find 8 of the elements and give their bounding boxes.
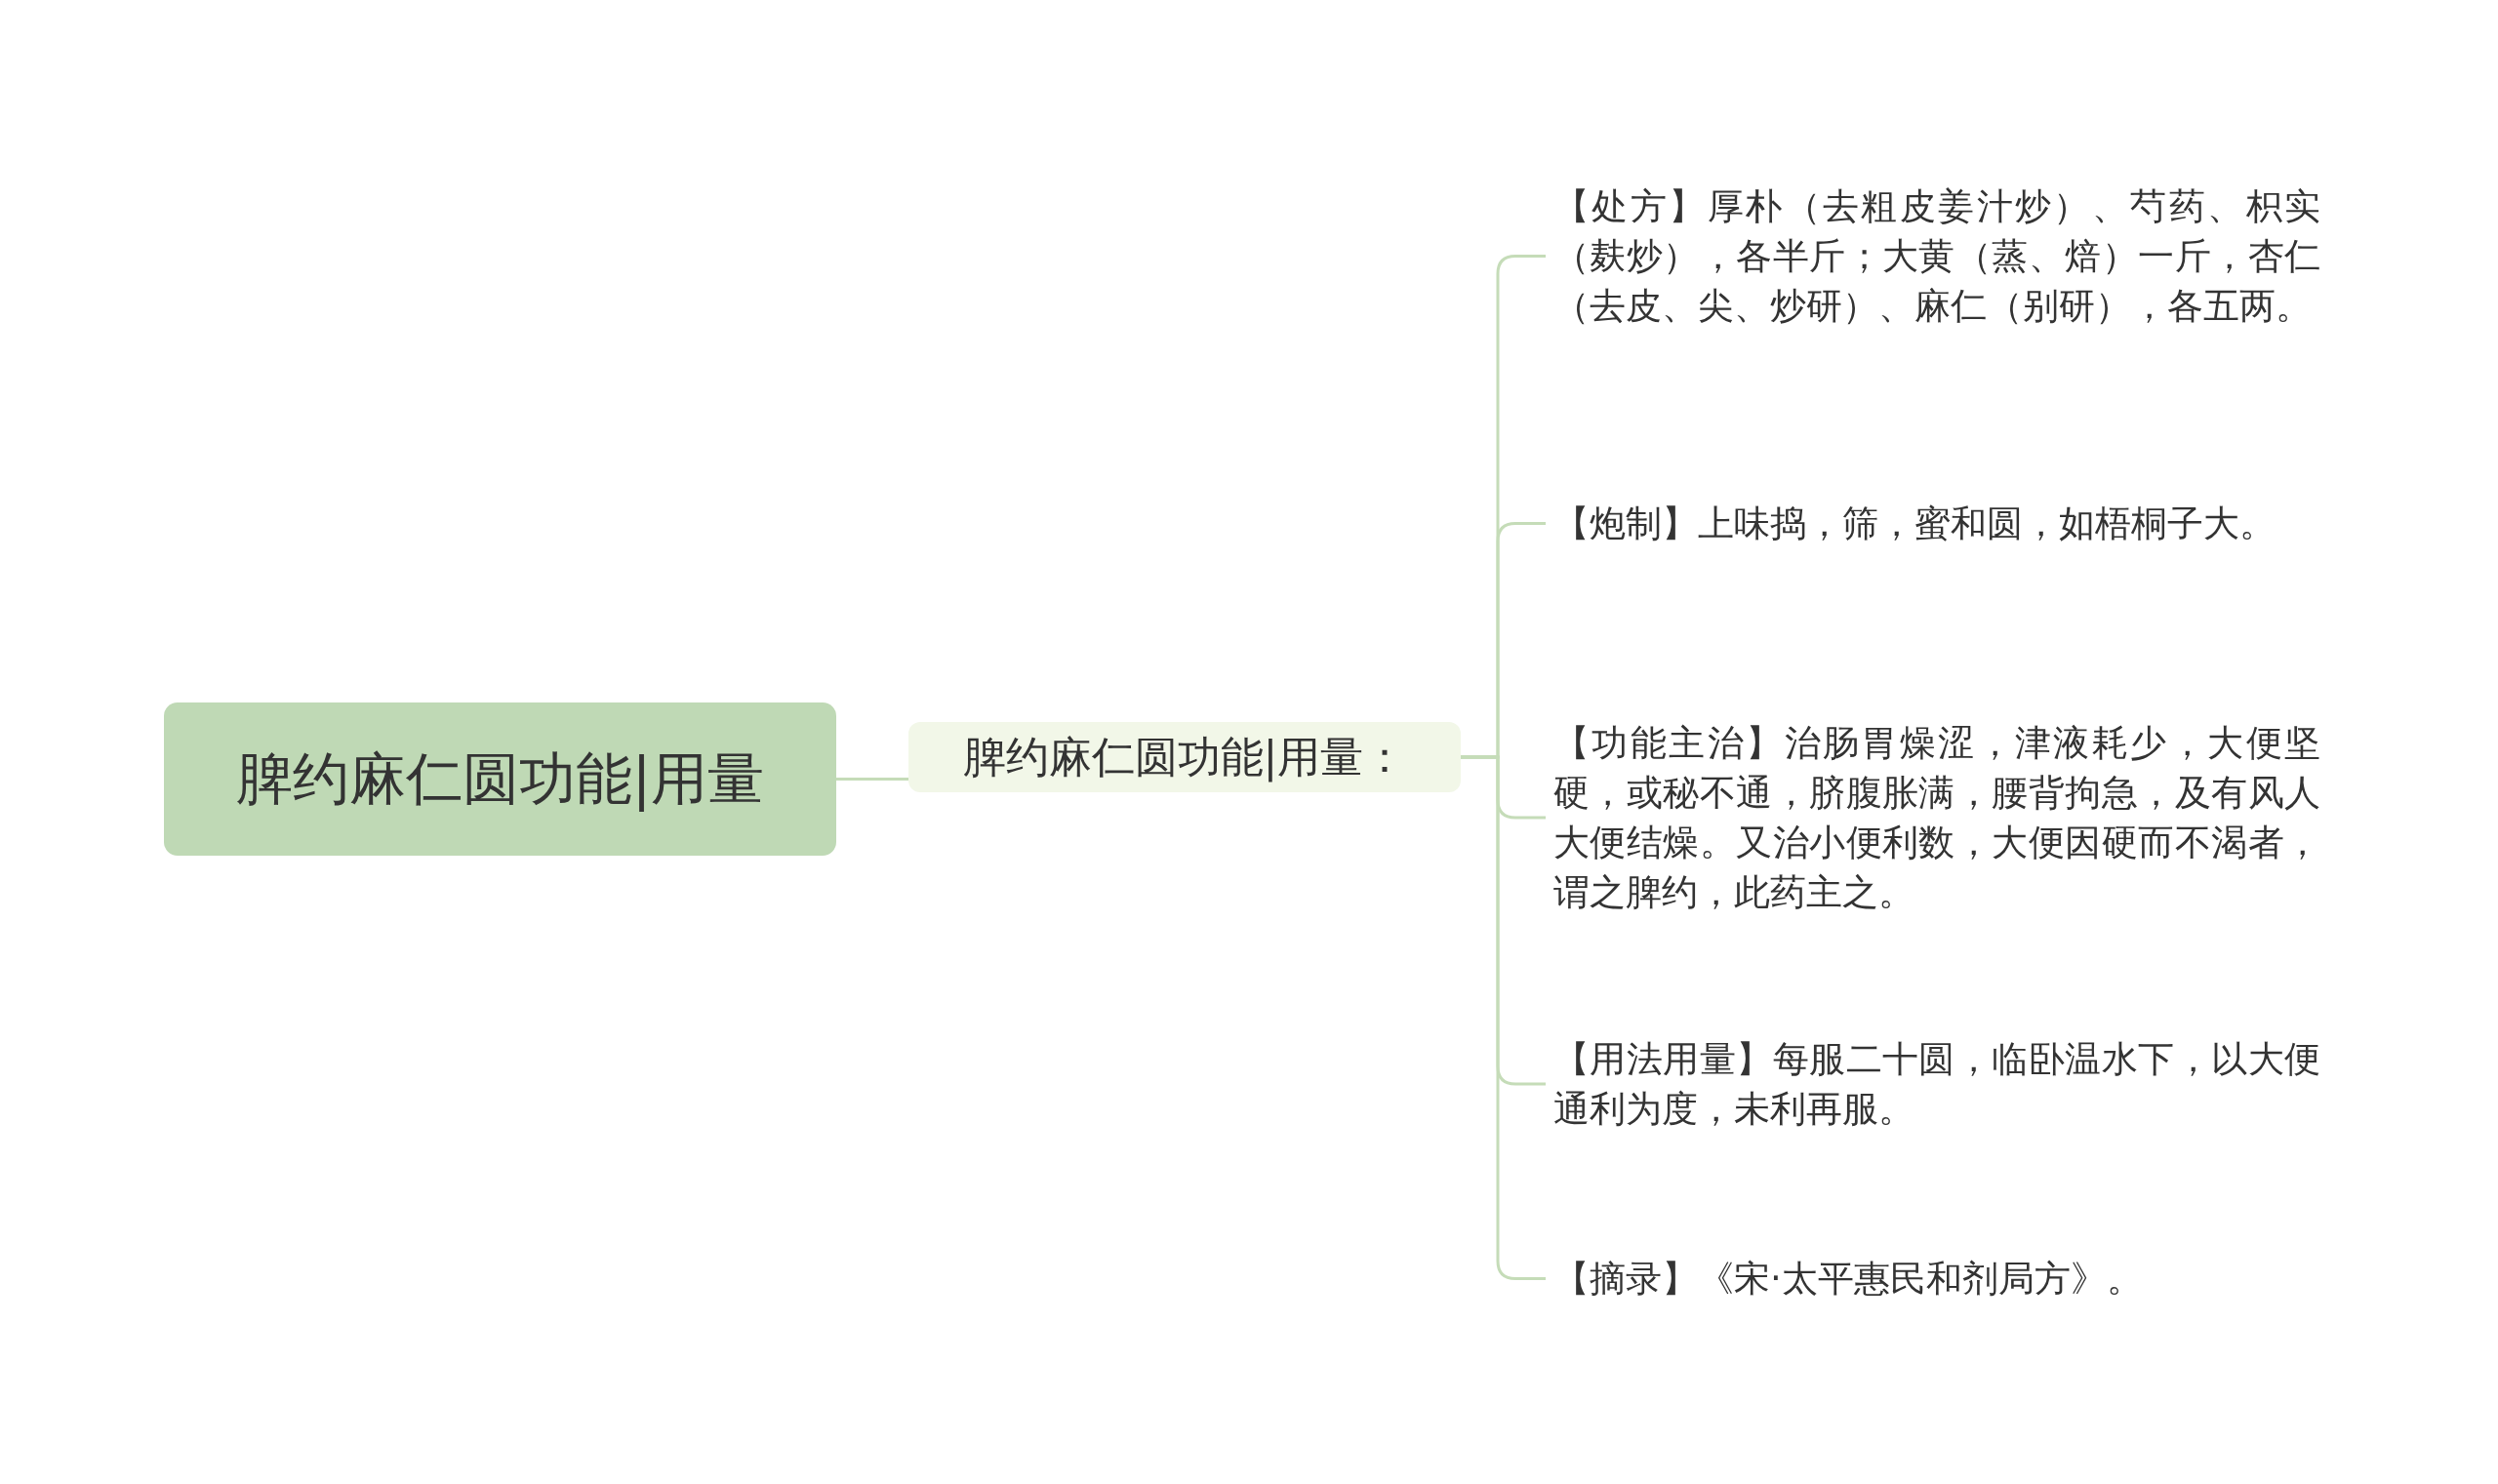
leaf-text: 【炮制】上味捣，筛，蜜和圆，如梧桐子大。 — [1553, 499, 2320, 548]
leaf-text: 【功能主治】治肠胃燥涩，津液耗少，大便坚硬，或秘不通，脐腹胀满，腰背拘急，及有风人大便结燥。又治小便利数，大便因硬而不渴者，谓之脾约，此药主之。 — [1553, 718, 2320, 917]
subtopic-box: 脾约麻仁圆功能|用量： — [908, 722, 1461, 792]
connector-line — [836, 778, 908, 781]
leaf-text: 【摘录】《宋·太平惠民和剂局方》。 — [1553, 1254, 2320, 1304]
root-topic-box: 脾约麻仁圆功能|用量 — [164, 702, 836, 856]
leaf-text: 【用法用量】每服二十圆，临卧温水下，以大便通利为度，未利再服。 — [1553, 1034, 2320, 1134]
leaf-text: 【处方】厚朴（去粗皮姜汁炒）、芍药、枳实（麸炒），各半斤；大黄（蒸、焙）一斤，杏仁（去皮、尖、炒研）、麻仁（别研），各五两。 — [1553, 181, 2320, 331]
